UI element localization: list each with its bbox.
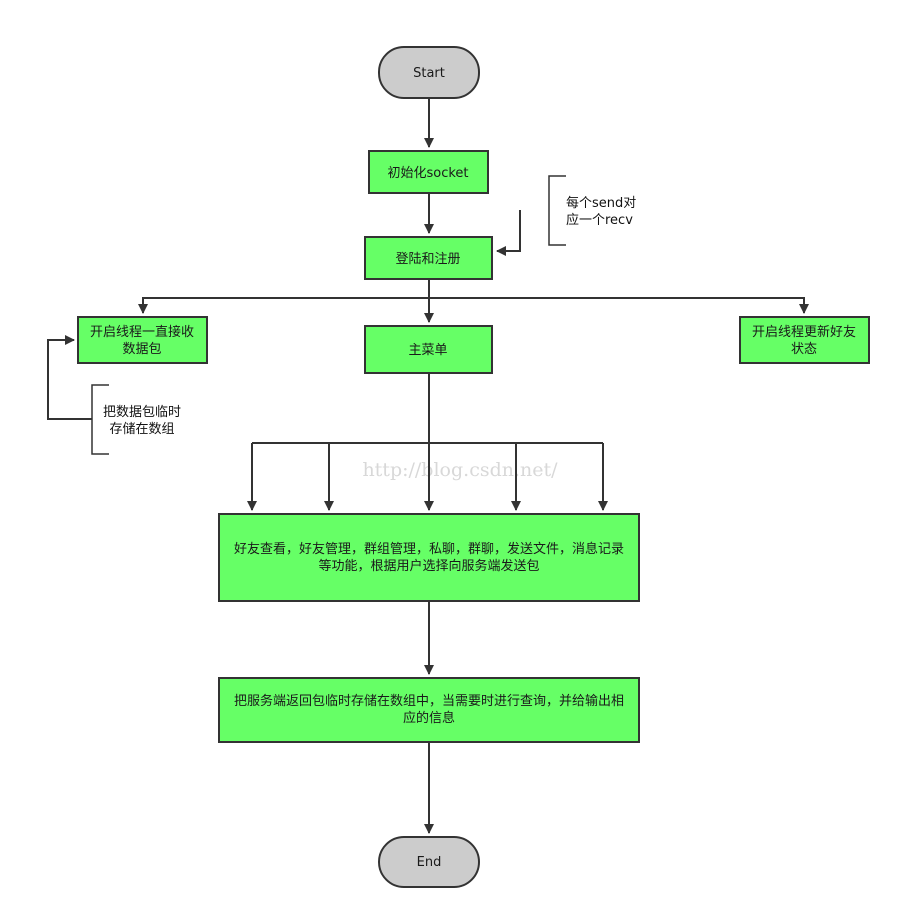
note-temp-store: 把数据包临时 存储在数组: [103, 405, 181, 437]
note-bracket-send-recv: [548, 175, 566, 246]
end-label: End: [417, 855, 442, 870]
watermark-text: http://blog.csdn.net/: [362, 459, 558, 481]
status-thread-label-line-1: 开启线程更新好友: [752, 324, 856, 340]
store-query-label-line-2: 应的信息: [403, 710, 455, 726]
init-socket-node: 初始化socket: [368, 150, 489, 194]
main-menu-node: 主菜单: [364, 325, 493, 374]
functions-label-line-2: 等功能，根据用户选择向服务端发送包: [318, 558, 539, 574]
note-temp-store-line-2: 存储在数组: [109, 422, 174, 437]
init-socket-label: 初始化socket: [387, 166, 468, 181]
functions-node: 好友查看，好友管理，群组管理，私聊，群聊，发送文件，消息记录 等功能，根据用户选…: [218, 513, 640, 602]
functions-label-line-1: 好友查看，好友管理，群组管理，私聊，群聊，发送文件，消息记录: [234, 541, 624, 557]
recv-thread-label-line-2: 数据包: [122, 342, 161, 357]
note-send-recv: 每个send对 应一个recv: [566, 195, 636, 228]
start-label: Start: [413, 66, 445, 81]
recv-thread-node: 开启线程一直接收 数据包: [77, 316, 208, 364]
edge-login-to-recv-thread: [138, 297, 429, 314]
edge-note-to-login: [496, 210, 521, 256]
status-thread-label-line-2: 状态: [791, 342, 817, 357]
note-send-recv-line-1: 每个send对: [566, 195, 636, 211]
edge-login-to-status-thread: [429, 297, 809, 314]
status-thread-node: 开启线程更新好友 状态: [739, 316, 870, 364]
store-query-label-line-1: 把服务端返回包临时存储在数组中，当需要时进行查询，并给输出相: [234, 693, 624, 709]
note-temp-store-line-1: 把数据包临时: [103, 405, 181, 420]
edge-note-to-recv-thread: [47, 335, 92, 420]
login-node: 登陆和注册: [364, 236, 493, 280]
note-send-recv-line-2: 应一个recv: [566, 212, 633, 228]
login-label: 登陆和注册: [395, 251, 460, 267]
edges: [47, 98, 809, 834]
note-bracket-temp-store: [91, 384, 109, 455]
recv-thread-label-line-1: 开启线程一直接收: [90, 324, 194, 340]
start-node: Start: [378, 46, 480, 99]
main-menu-label: 主菜单: [408, 343, 447, 358]
store-query-node: 把服务端返回包临时存储在数组中，当需要时进行查询，并给输出相 应的信息: [218, 677, 640, 743]
end-node: End: [378, 836, 480, 888]
